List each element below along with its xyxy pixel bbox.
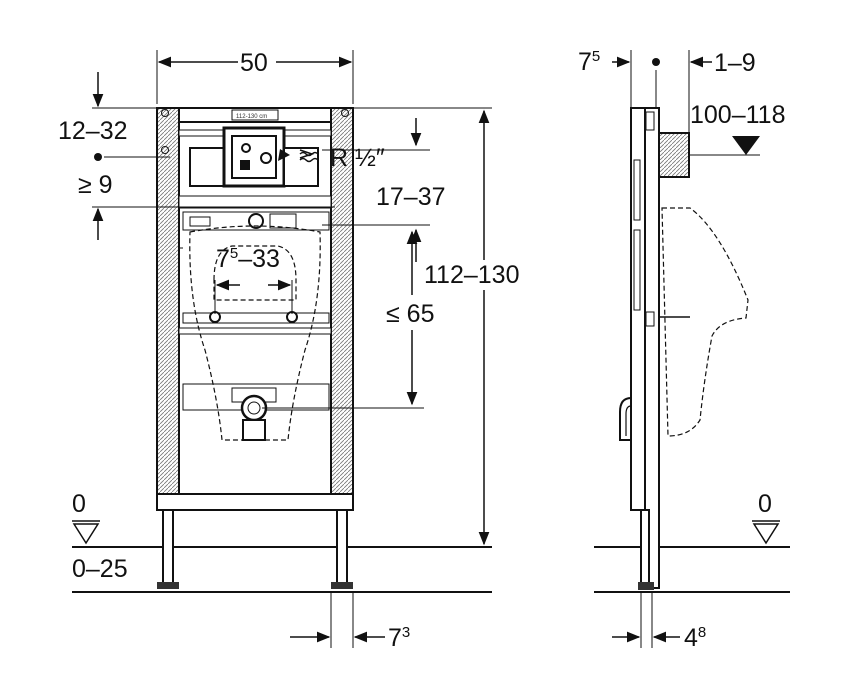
foot-depth-label: 73	[388, 624, 410, 652]
foot-depth-sup: 3	[402, 624, 410, 641]
front-view: 112-130 cm	[58, 49, 519, 652]
outlet-height-label: ≤ 65	[386, 300, 434, 328]
flush-unit	[189, 126, 319, 188]
side-view: 75 1–9 100–118 0 48	[578, 48, 790, 652]
urinal-outline	[189, 225, 321, 441]
dim-width-label: 50	[240, 49, 268, 77]
dim-top-offset-label: 12–32	[58, 117, 128, 145]
pipe-stub	[658, 132, 690, 178]
pipe-range-label: 100–118	[690, 101, 785, 129]
side-frame-offset-main: 7	[578, 48, 592, 76]
fixing-range-main: 7	[216, 245, 230, 273]
floor-range-label: 0–25	[72, 555, 128, 583]
fixing-range-sup: 5	[230, 245, 238, 262]
front-floor-zero-label: 0	[72, 490, 86, 518]
outlet-fitting	[231, 387, 277, 441]
connection-offset-label: 17–37	[376, 183, 446, 211]
fixing-range-label: 75–33	[216, 245, 280, 273]
total-height-label: 112–130	[424, 261, 519, 289]
side-frame-offset-label: 75	[578, 48, 600, 76]
foot-width-label: 48	[684, 624, 706, 652]
side-frame-offset-sup: 5	[592, 48, 600, 65]
wall-range-label: 1–9	[714, 49, 756, 77]
plate-label: 112-130 cm	[236, 114, 267, 120]
foot-depth-main: 7	[388, 624, 402, 652]
urinal-side-outline	[661, 207, 749, 437]
side-floor-zero-label: 0	[758, 490, 772, 518]
foot-width-main: 4	[684, 624, 698, 652]
dim-min-label: ≥ 9	[78, 171, 113, 199]
foot-width-sup: 8	[698, 624, 706, 641]
fixing-range-tail: –33	[238, 245, 280, 273]
connection-label: R ½″	[330, 144, 385, 172]
